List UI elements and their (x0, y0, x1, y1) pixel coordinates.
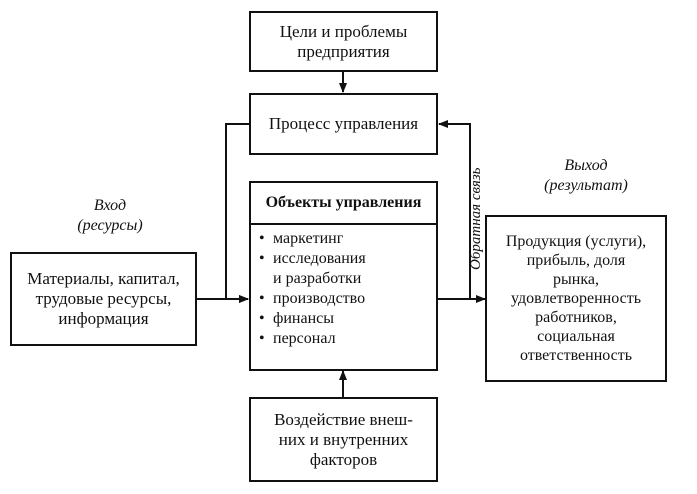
list-item: •производство (259, 290, 366, 307)
output-line: удовлетворенность (510, 290, 641, 307)
factors-line: факторов (309, 449, 378, 469)
input-caption: Вход (ресурсы) (77, 197, 143, 234)
list-item: •исследования (259, 250, 366, 267)
bullet-icon: • (259, 230, 265, 247)
factors-line: Воздействие внеш- (274, 409, 413, 429)
list-item-continued: и разработки (273, 270, 362, 287)
list-item: •маркетинг (259, 230, 344, 247)
bullet-icon: • (259, 310, 265, 327)
goals-line: Цели и проблемы (279, 21, 408, 41)
input-line: трудовые ресурсы, (35, 289, 172, 308)
objects-list: •маркетинг •исследования и разработки •п… (259, 229, 366, 349)
factors-line: них и внутренних (278, 429, 409, 449)
process-box: Процесс управления (249, 93, 438, 155)
list-item: •персонал (259, 330, 336, 347)
arrow-feedback (438, 120, 471, 299)
objects-title: Объекты управления (251, 183, 436, 225)
objects-box: Объекты управления •маркетинг •исследова… (249, 181, 438, 371)
feedback-label: Обратная связь (468, 167, 484, 271)
output-box: Продукция (услуги), прибыль, доля рынка,… (485, 215, 667, 382)
factors-box: Воздействие внеш- них и внутренних факто… (249, 397, 438, 482)
goals-box: Цели и проблемы предприятия (249, 11, 438, 72)
bullet-icon: • (259, 290, 265, 307)
input-line: Материалы, капитал, (27, 269, 180, 288)
output-caption: Выход (результат) (544, 157, 628, 194)
bullet-icon: • (259, 250, 265, 267)
bullet-icon: • (259, 330, 265, 347)
output-line: Продукция (услуги), (505, 233, 647, 250)
goals-line: предприятия (297, 41, 390, 61)
process-label: Процесс управления (268, 114, 419, 133)
input-line: информация (58, 309, 149, 328)
input-box: Материалы, капитал, трудовые ресурсы, ин… (10, 252, 197, 346)
arrow-process-to-objects (225, 123, 249, 303)
output-line: работников, (535, 309, 617, 326)
output-line: социальная (537, 328, 615, 345)
output-line: ответственность (519, 347, 633, 364)
list-item: •финансы (259, 310, 335, 327)
output-line: рынка, (553, 271, 599, 288)
output-line: прибыль, доля (526, 252, 626, 269)
